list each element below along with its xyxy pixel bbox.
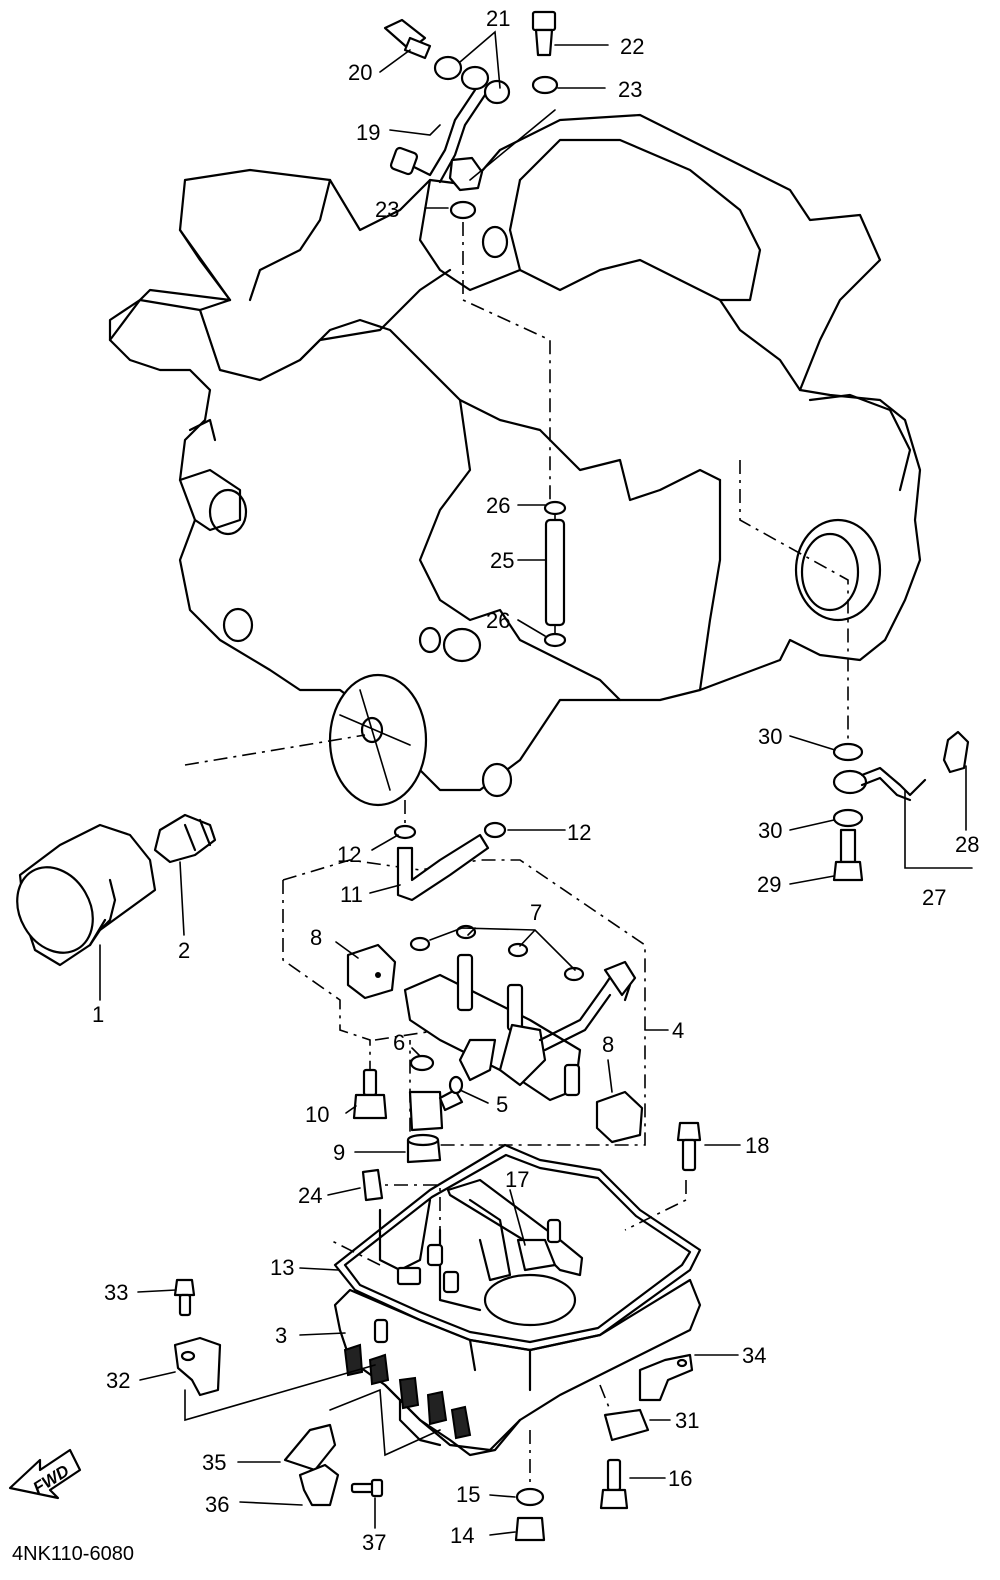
part-32-bracket <box>173 1336 222 1397</box>
part-30-gasket-upper <box>832 742 864 762</box>
filter-mount-plate <box>328 673 428 807</box>
callout-35: 35 <box>202 1450 226 1475</box>
part-26-o-ring-lower <box>543 632 567 648</box>
callout-21: 21 <box>486 6 510 31</box>
callout-36: 36 <box>205 1492 229 1517</box>
part-20-banjo-bolt <box>383 18 432 60</box>
forward-direction-arrow: FWD <box>8 1448 82 1500</box>
part-29-union-bolt <box>832 828 864 882</box>
callout-11: 11 <box>340 882 363 907</box>
callout-3: 3 <box>275 1323 287 1348</box>
part-27-oil-hose-assembly <box>832 766 927 802</box>
callout-12-right: 12 <box>567 820 591 845</box>
callout-33: 33 <box>104 1280 128 1305</box>
part-9-rubber-grommet <box>406 1133 442 1164</box>
part-25-oil-pipe <box>544 518 566 627</box>
callout-26-upper: 26 <box>486 493 510 518</box>
part-26-o-ring-upper <box>543 500 567 516</box>
callout-12-left: 12 <box>337 842 361 867</box>
part-18-pan-bolt <box>676 1121 702 1172</box>
callout-4: 4 <box>672 1018 684 1043</box>
callout-13: 13 <box>270 1255 294 1280</box>
part-2-filter-nipple <box>153 813 217 864</box>
callout-19: 19 <box>356 120 380 145</box>
callout-8-left: 8 <box>310 925 322 950</box>
part-10-drain-fitting <box>352 1068 388 1120</box>
part-23-gasket-upper <box>531 75 559 95</box>
part-1-oil-filter <box>16 823 157 967</box>
callout-18: 18 <box>745 1133 769 1158</box>
drawing-code: 4NK110-6080 <box>12 1543 134 1565</box>
callout-34: 34 <box>742 1343 766 1368</box>
callout-2: 2 <box>178 938 190 963</box>
callout-15: 15 <box>456 1482 480 1507</box>
part-22-union-bolt <box>531 10 557 57</box>
callout-14: 14 <box>450 1523 474 1548</box>
callout-9: 9 <box>333 1140 345 1165</box>
part-8-damper-left <box>346 943 397 1000</box>
callout-22: 22 <box>620 34 644 59</box>
part-19-oil-delivery-pipe <box>389 88 487 192</box>
callout-30-lower: 30 <box>758 818 782 843</box>
callout-20: 20 <box>348 60 372 85</box>
part-5-strainer-pipe <box>408 1075 464 1132</box>
part-7-o-rings <box>409 924 585 982</box>
part-34-clamp <box>638 1353 694 1402</box>
part-28-cap <box>942 730 970 774</box>
callout-31: 31 <box>675 1408 699 1433</box>
part-12-o-ring-right <box>483 821 507 839</box>
part-30-gasket-lower <box>832 808 864 828</box>
callout-24: 24 <box>298 1183 322 1208</box>
callout-23-upper: 23 <box>618 77 642 102</box>
callout-27: 27 <box>922 885 946 910</box>
part-8-damper-right <box>595 1090 644 1144</box>
part-24-dowel-pin <box>361 1168 384 1202</box>
part-37-screw <box>350 1478 384 1498</box>
callout-10: 10 <box>305 1102 329 1127</box>
part-16-bolt <box>599 1458 629 1510</box>
part-15-gasket <box>515 1487 545 1507</box>
callout-5: 5 <box>496 1092 508 1117</box>
part-12-o-ring-left <box>393 824 417 840</box>
callout-30-upper: 30 <box>758 724 782 749</box>
callout-25: 25 <box>490 548 514 573</box>
engine-crankcase-outline <box>108 113 922 798</box>
callout-8-right: 8 <box>602 1032 614 1057</box>
callout-1: 1 <box>92 1002 104 1027</box>
callout-23-lower: 23 <box>375 197 399 222</box>
callout-leader-lines <box>99 30 973 1536</box>
part-3-oil-pan <box>333 1178 702 1457</box>
callout-32: 32 <box>106 1368 130 1393</box>
callout-16: 16 <box>668 1466 692 1491</box>
part-36-clamp <box>298 1463 340 1507</box>
callout-29: 29 <box>757 872 781 897</box>
callout-28: 28 <box>955 832 979 857</box>
part-4-oil-pump-assembly <box>403 953 637 1102</box>
part-33-bolt <box>173 1278 196 1317</box>
part-21-copper-washers <box>433 55 511 105</box>
part-23-gasket-lower <box>449 200 477 220</box>
callout-7: 7 <box>530 900 542 925</box>
part-14-drain-bolt <box>514 1516 546 1542</box>
callout-labels: 1 2 3 4 5 6 7 8 8 9 10 11 12 12 13 14 15… <box>92 6 979 1555</box>
part-35-bracket <box>283 1423 337 1472</box>
part-31-plate <box>603 1408 650 1442</box>
callout-6: 6 <box>393 1030 405 1055</box>
part-6-o-ring <box>409 1054 435 1072</box>
callout-37: 37 <box>362 1530 386 1555</box>
part-11-oil-pipe-elbow <box>396 833 490 902</box>
callout-26-lower: 26 <box>486 608 510 633</box>
callout-17: 17 <box>505 1167 529 1192</box>
